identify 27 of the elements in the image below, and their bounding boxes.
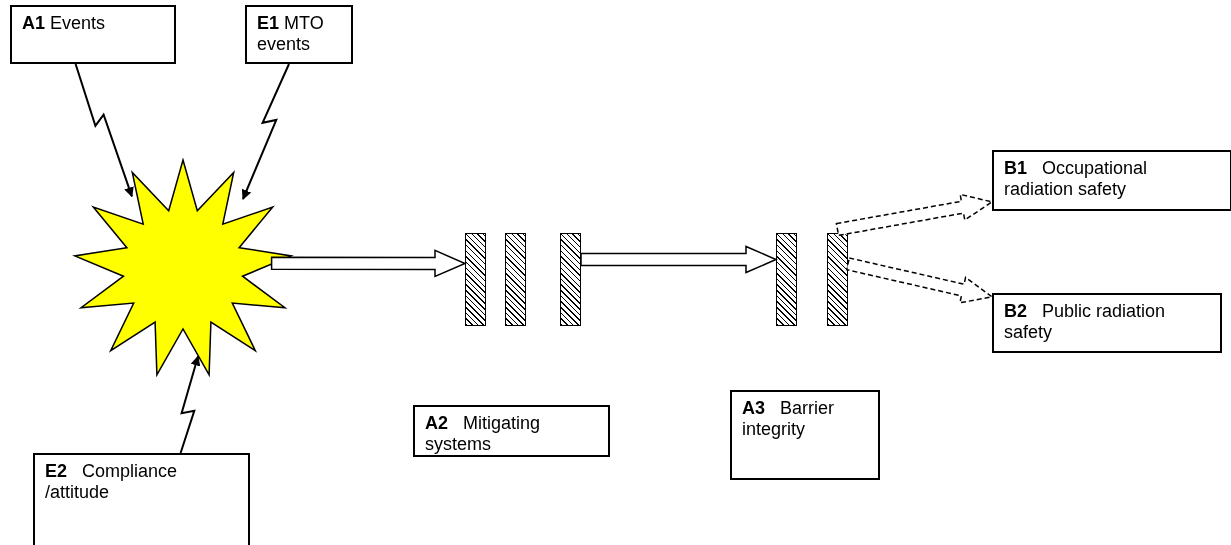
box-label: B2 Public radiation safety	[1004, 301, 1167, 343]
box-label: A1 Events	[22, 13, 107, 34]
block-arrow	[270, 249, 467, 278]
hatched-bar	[776, 233, 797, 326]
text-box	[33, 453, 250, 545]
text-box	[245, 5, 353, 64]
lightning-arrow	[74, 63, 134, 198]
box-label: E1 MTO events	[257, 13, 325, 55]
lightning-arrow	[179, 355, 201, 454]
text-box	[10, 5, 176, 64]
box-label: B1 Occupational radiation safety	[1004, 158, 1149, 200]
hatched-bar	[560, 233, 581, 326]
hatched-bar	[505, 233, 526, 326]
box-label: A2 Mitigating systems	[425, 413, 542, 455]
block-arrow	[835, 193, 994, 237]
box-label: A3 Barrier integrity	[742, 398, 836, 440]
text-box	[992, 293, 1222, 353]
box-label: E2 Compliance /attitude	[45, 461, 179, 503]
hatched-bar	[465, 233, 486, 326]
hatched-bar	[827, 233, 848, 326]
text-box	[992, 150, 1231, 211]
starburst	[72, 158, 294, 380]
lightning-arrow	[241, 63, 290, 200]
text-box	[413, 405, 610, 457]
text-box	[730, 390, 880, 480]
block-arrow	[845, 257, 994, 304]
block-arrow	[580, 245, 778, 274]
